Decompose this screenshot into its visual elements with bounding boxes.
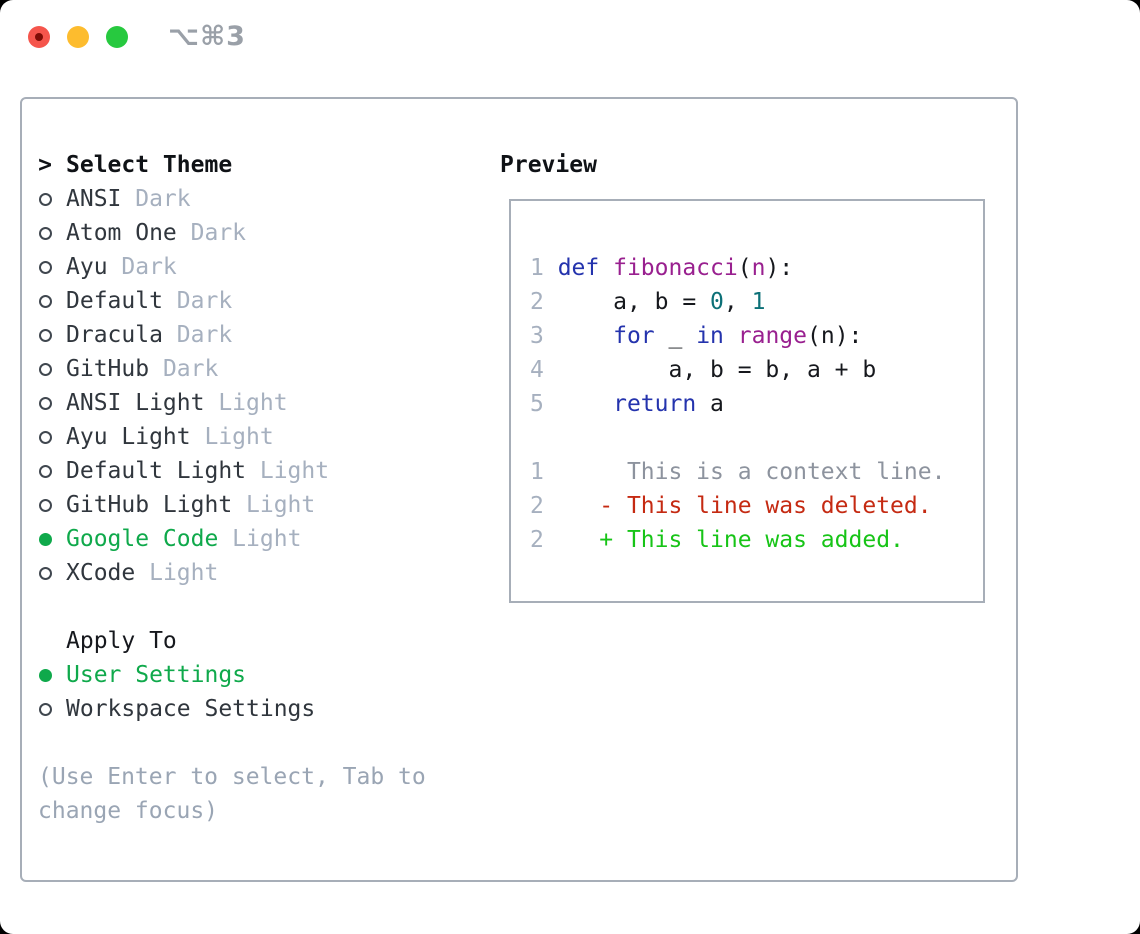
theme-option-ayu[interactable]: Ayu Dark [38,250,426,284]
radio-unselected-icon [38,216,52,250]
code-line: 3 for _ in range(n): [530,323,863,349]
radio-unselected-icon [38,250,52,284]
radio-unselected-icon [38,420,52,454]
spacer-row [38,590,426,624]
select-theme-label: Select Theme [66,152,233,178]
theme-option-default[interactable]: Default Dark [38,284,426,318]
option-label: User Settings [66,662,247,688]
prompt-icon: > [38,152,52,178]
preview-box: 1 def fibonacci(n): 2 a, b = 0, 1 3 for _ … [509,199,985,603]
theme-option-ansi-light[interactable]: ANSI Light Light [38,386,426,420]
option-label: Google Code [66,526,219,552]
option-label: Default Light [66,458,247,484]
theme-option-ansi[interactable]: ANSI Dark [38,182,426,216]
theme-option-default-light[interactable]: Default Light Light [38,454,426,488]
radio-unselected-icon [38,692,52,726]
option-label: GitHub Light [66,492,233,518]
theme-option-google-code[interactable]: Google Code Light [38,522,426,556]
code-block: 1 def fibonacci(n): 2 a, b = 0, 1 3 for _ … [530,251,945,557]
radio-unselected-icon [38,488,52,522]
theme-variant-label: Light [204,390,288,416]
option-label: GitHub [66,356,150,382]
option-label: XCode [66,560,136,586]
theme-variant-label: Dark [162,322,233,348]
theme-option-github-light[interactable]: GitHub Light Light [38,488,426,522]
apply-to-marker-gap [38,624,52,658]
option-label: Ayu [66,254,108,280]
apply-option-user-settings[interactable]: User Settings [38,658,426,692]
theme-variant-label: Dark [176,220,247,246]
close-button[interactable] [28,26,50,48]
select-theme-header: > Select Theme [38,148,426,182]
theme-variant-label: Dark [107,254,177,280]
theme-variant-label: Dark [162,288,233,314]
preview-header: Preview [500,152,597,178]
option-label: Default [66,288,163,314]
theme-option-atom-one[interactable]: Atom One Dark [38,216,426,250]
radio-unselected-icon [38,556,52,590]
code-line: 5 return a [530,391,724,417]
code-line [530,421,945,455]
option-label: Ayu Light [66,424,191,450]
apply-to-label: Apply To [66,628,177,654]
radio-selected-icon [38,658,52,692]
minimize-button[interactable] [67,26,89,48]
theme-variant-label: Dark [149,356,219,382]
help-text: (Use Enter to select, Tab to change focus… [38,760,426,828]
theme-variant-label: Light [190,424,274,450]
theme-variant-label: Dark [121,186,191,212]
theme-option-xcode[interactable]: XCode Light [38,556,426,590]
theme-option-ayu-light[interactable]: Ayu Light Light [38,420,426,454]
theme-variant-label: Light [246,458,330,484]
zoom-button[interactable] [106,26,128,48]
theme-variant-label: Light [135,560,219,586]
radio-unselected-icon [38,352,52,386]
close-dot-icon [35,33,43,41]
theme-option-dracula[interactable]: Dracula Dark [38,318,426,352]
radio-selected-icon [38,522,52,556]
apply-option-workspace-settings[interactable]: Workspace Settings [38,692,426,726]
option-label: ANSI Light [66,390,205,416]
option-label: ANSI [66,186,122,212]
code-line: 1 def fibonacci(n): [530,255,794,281]
theme-variant-label: Light [218,526,302,552]
radio-unselected-icon [38,182,52,216]
apply-to-header: Apply To [38,624,426,658]
option-label: Dracula [66,322,163,348]
theme-option-github[interactable]: GitHub Dark [38,352,426,386]
code-line: 4 a, b = b, a + b [530,357,877,383]
theme-variant-label: Light [232,492,316,518]
code-line: 1 This is a context line. [530,459,946,485]
code-line: 2 + This line was added. [530,527,904,553]
radio-unselected-icon [38,284,52,318]
radio-unselected-icon [38,386,52,420]
option-label: Atom One [66,220,177,246]
spacer-row-2 [38,726,426,760]
code-line: 2 - This line was deleted. [530,493,932,519]
radio-unselected-icon [38,454,52,488]
code-line: 2 a, b = 0, 1 [530,289,766,315]
help-line: (Use Enter to select, Tab to [38,764,426,790]
window-title: ⌥⌘3 [168,21,246,52]
option-label: Workspace Settings [66,696,316,722]
titlebar: ⌥⌘3 [0,0,1140,74]
radio-unselected-icon [38,318,52,352]
help-line: change focus) [38,798,219,824]
